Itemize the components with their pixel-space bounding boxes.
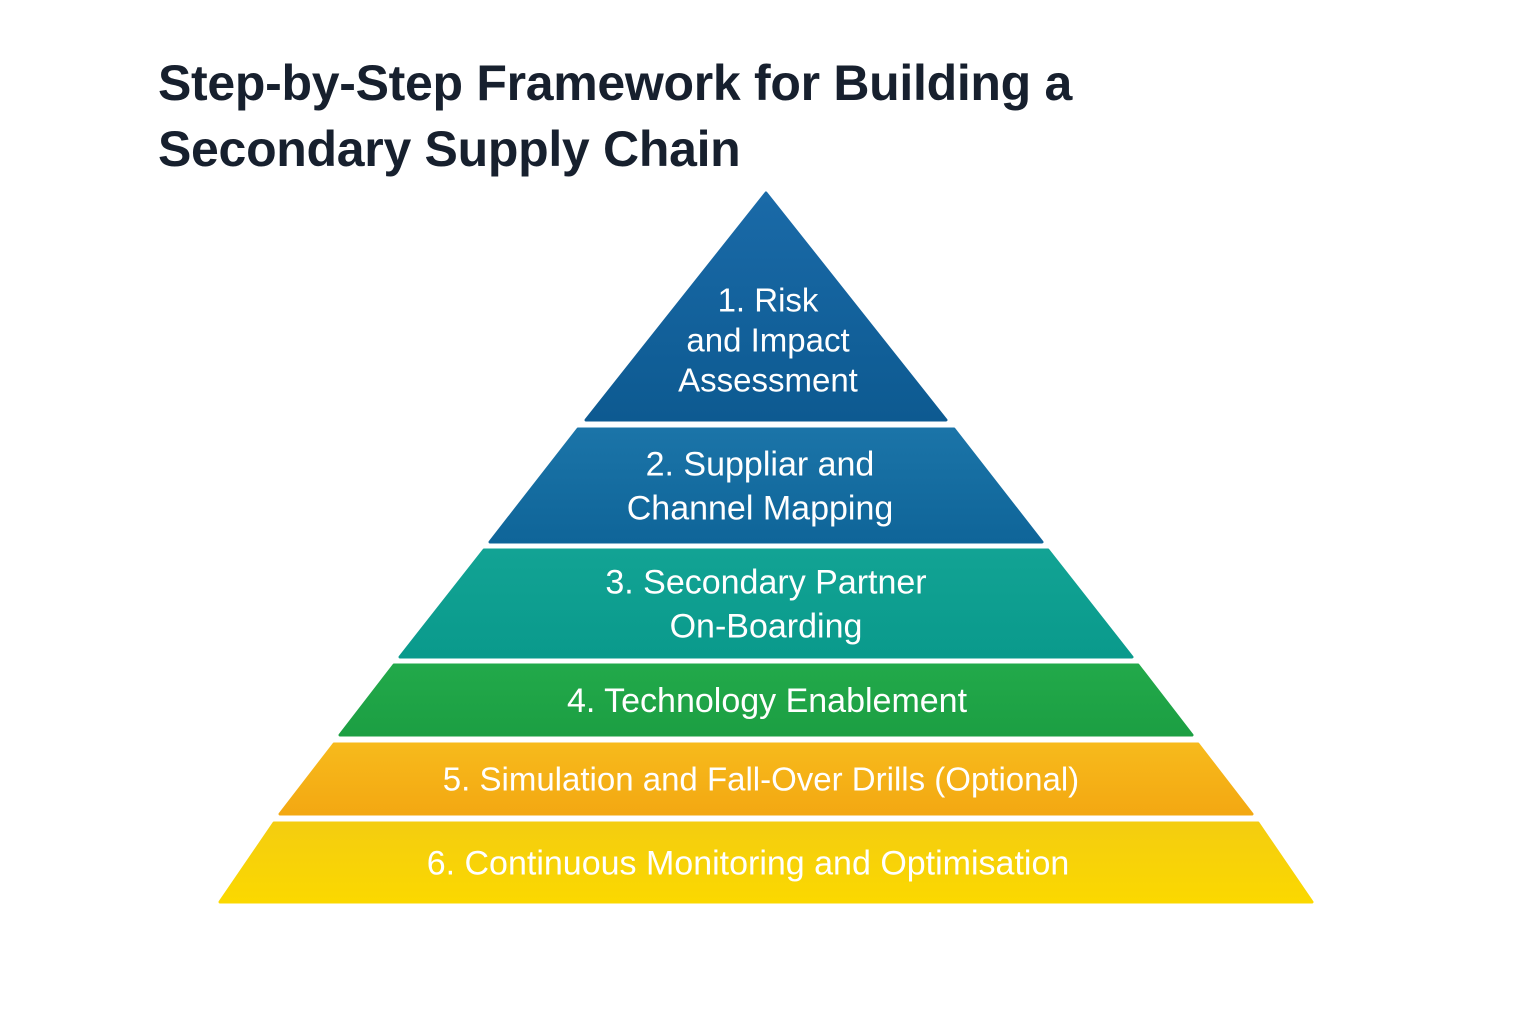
tier-3-label-line: On-Boarding bbox=[670, 607, 863, 645]
tier-2-label-line: Channel Mapping bbox=[627, 489, 894, 527]
pyramid-tier-2 bbox=[488, 427, 1044, 544]
pyramid-tier-4 bbox=[338, 663, 1194, 737]
tier-5-label: 5. Simulation and Fall-Over Drills (Opti… bbox=[443, 761, 1079, 798]
pyramid-tier-5 bbox=[278, 742, 1254, 816]
pyramid-tier-3 bbox=[398, 548, 1134, 659]
tier-3-label-line: 3. Secondary Partner bbox=[605, 563, 926, 601]
tier-1-label-line: 1. Risk bbox=[718, 282, 819, 319]
page-title: Step-by-Step Framework for Building a Se… bbox=[158, 50, 1308, 182]
pyramid-tier-1 bbox=[584, 191, 948, 422]
tier-4-label: 4. Technology Enablement bbox=[567, 682, 968, 720]
tier-6-label-line: 6. Continuous Monitoring and Optimisatio… bbox=[427, 844, 1070, 882]
tier-2-label-line: 2. Suppliar and bbox=[646, 445, 875, 483]
tier-6-label: 6. Continuous Monitoring and Optimisatio… bbox=[427, 844, 1070, 882]
title-line-2: Secondary Supply Chain bbox=[158, 121, 741, 177]
title-line-1: Step-by-Step Framework for Building a bbox=[158, 55, 1072, 111]
tier-1-label-line: Assessment bbox=[678, 362, 858, 399]
tier-5-label-line: 5. Simulation and Fall-Over Drills (Opti… bbox=[443, 761, 1079, 798]
pyramid-tier-6 bbox=[218, 821, 1314, 904]
tier-4-label-line: 4. Technology Enablement bbox=[567, 682, 968, 720]
tier-1-label-line: and Impact bbox=[686, 322, 849, 359]
